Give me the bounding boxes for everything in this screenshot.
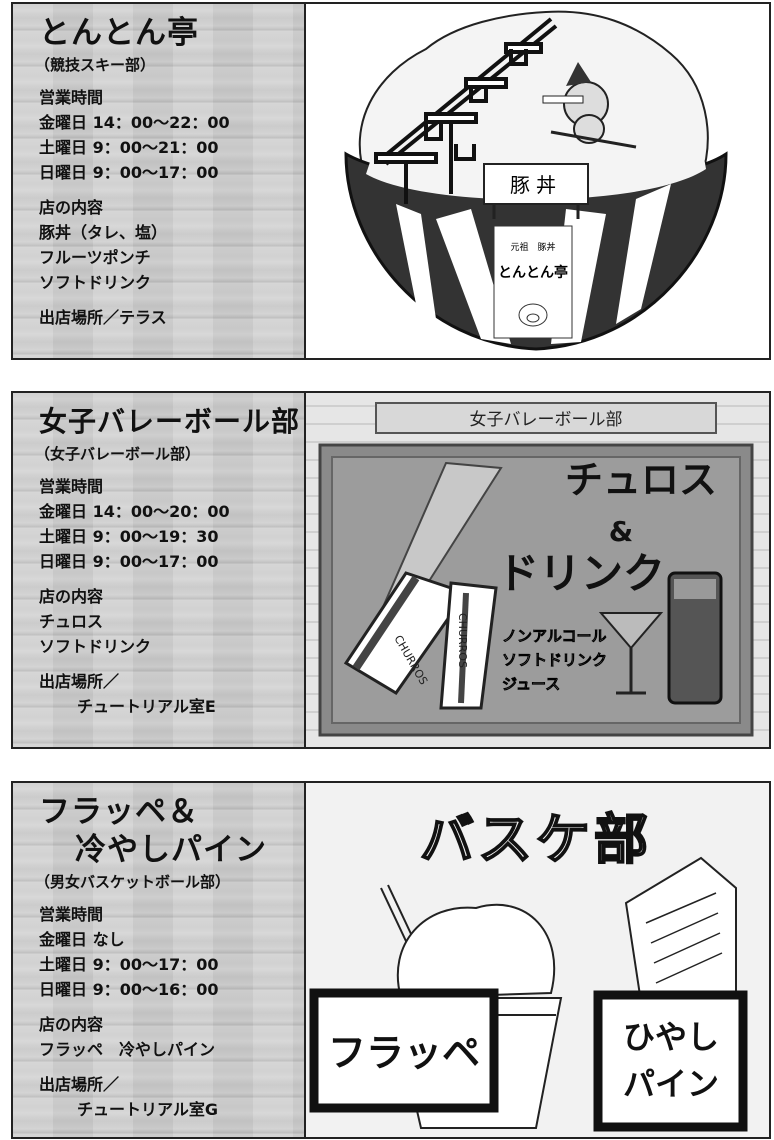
cocktail-glass-icon	[598, 612, 664, 695]
shop-name: 女子バレーボール部	[39, 405, 301, 438]
frappe-pine-drawing: バスケ部 フラッペ ひやし パイン	[306, 783, 769, 1137]
hours-sunday: 日曜日 9：00～16：00	[39, 980, 219, 999]
hours-saturday: 土曜日 9：00～17：00	[39, 955, 219, 974]
shop-info-panel: フラッペ＆ 冷やしパイン （男女バスケットボール部） 営業時間 金曜日 なし 土…	[13, 783, 306, 1137]
hours-label: 営業時間	[39, 88, 104, 107]
menu-item: チュロス	[39, 612, 104, 631]
hours-sunday: 日曜日 9：00～17：00	[39, 163, 219, 182]
club-name: （男女バスケットボール部）	[35, 873, 231, 891]
pig-skier-icon	[542, 62, 637, 149]
content-label: 店の内容	[39, 587, 104, 606]
hours-sunday: 日曜日 9：00～17：00	[39, 552, 219, 571]
banner-text: 女子バレーボール部	[470, 410, 623, 430]
sign-pine-line2: パイン	[623, 1065, 719, 1103]
bowl-shop-name: とんとん亭	[498, 264, 568, 281]
drink-line: ジュース	[502, 675, 560, 693]
shop-card-tontontei: とんとん亭 （競技スキー部） 営業時間 金曜日 14：00～22：00 土曜日 …	[11, 2, 771, 360]
location-value: チュートリアル室E	[77, 697, 216, 716]
sign-frappe	[309, 988, 499, 1113]
hours-label: 営業時間	[39, 477, 104, 496]
headline-amp: &	[609, 515, 633, 548]
ski-lift	[374, 17, 558, 204]
soda-glass-icon	[667, 571, 723, 705]
shop-name-line2: 冷やしパイン	[75, 832, 267, 868]
menu-item: フラッペ 冷やしパイン	[39, 1040, 216, 1059]
hours-saturday: 土曜日 9：00～21：00	[39, 138, 219, 157]
sign-frappe-text: フラッペ	[328, 1031, 480, 1075]
bowl-small-text: 元祖 豚丼	[510, 241, 555, 253]
location-label: 出店場所／	[39, 672, 120, 691]
hours-friday: 金曜日 14：00～22：00	[39, 113, 230, 132]
shop-name: フラッペ＆ 冷やしパイン	[39, 793, 304, 869]
shop-name-line1: フラッペ＆	[39, 794, 199, 830]
location-label: 出店場所／テラス	[39, 308, 167, 327]
hours-label: 営業時間	[39, 905, 104, 924]
location-value: チュートリアル室G	[77, 1100, 218, 1119]
butadon-bowl-illustration: 元祖 豚丼 とんとん亭	[306, 4, 769, 358]
shop-card-basketball: フラッペ＆ 冷やしパイン （男女バスケットボール部） 営業時間 金曜日 なし 土…	[11, 781, 771, 1139]
hours-friday: 金曜日 なし	[39, 930, 125, 949]
shop-info-panel: 女子バレーボール部 （女子バレーボール部） 営業時間 金曜日 14：00～20：…	[13, 393, 306, 747]
location-label: 出店場所／	[39, 1075, 120, 1094]
banner	[375, 402, 717, 434]
sign-text: 豚丼	[510, 173, 562, 197]
sign-pine	[593, 990, 748, 1132]
shop-name: とんとん亭	[39, 15, 199, 51]
headline-churros: チュロス	[565, 458, 717, 502]
club-name: （女子バレーボール部）	[35, 445, 201, 463]
sign-pine-line1: ひやし	[623, 1018, 719, 1056]
churros-icon: CHURROS CHURROS	[343, 461, 503, 710]
drink-line: ソフトドリンク	[502, 651, 607, 669]
title-handwritten: バスケ部	[420, 808, 652, 871]
churros-drink-poster: 女子バレーボール部 CHURROS CHURROS チュロス & ドリンク	[306, 393, 769, 747]
menu-item: 豚丼（タレ、塩）	[39, 223, 168, 242]
hours-friday: 金曜日 14：00～20：00	[39, 502, 230, 521]
churro-tag: CHURROS	[456, 613, 469, 668]
menu-item: ソフトドリンク	[39, 273, 152, 292]
content-label: 店の内容	[39, 198, 104, 217]
content-label: 店の内容	[39, 1015, 104, 1034]
frappe-cream	[396, 903, 556, 1000]
butadon-sign	[483, 163, 589, 205]
shop-info-panel: とんとん亭 （競技スキー部） 営業時間 金曜日 14：00～22：00 土曜日 …	[13, 4, 306, 358]
drink-line: ノンアルコール	[502, 627, 607, 645]
shop-card-volleyball: 女子バレーボール部 （女子バレーボール部） 営業時間 金曜日 14：00～20：…	[11, 391, 771, 749]
club-name: （競技スキー部）	[35, 56, 156, 74]
hours-saturday: 土曜日 9：00～19：30	[39, 527, 219, 546]
menu-item: ソフトドリンク	[39, 637, 152, 656]
menu-item: フルーツポンチ	[39, 248, 151, 267]
headline-drink: ドリンク	[497, 549, 665, 598]
